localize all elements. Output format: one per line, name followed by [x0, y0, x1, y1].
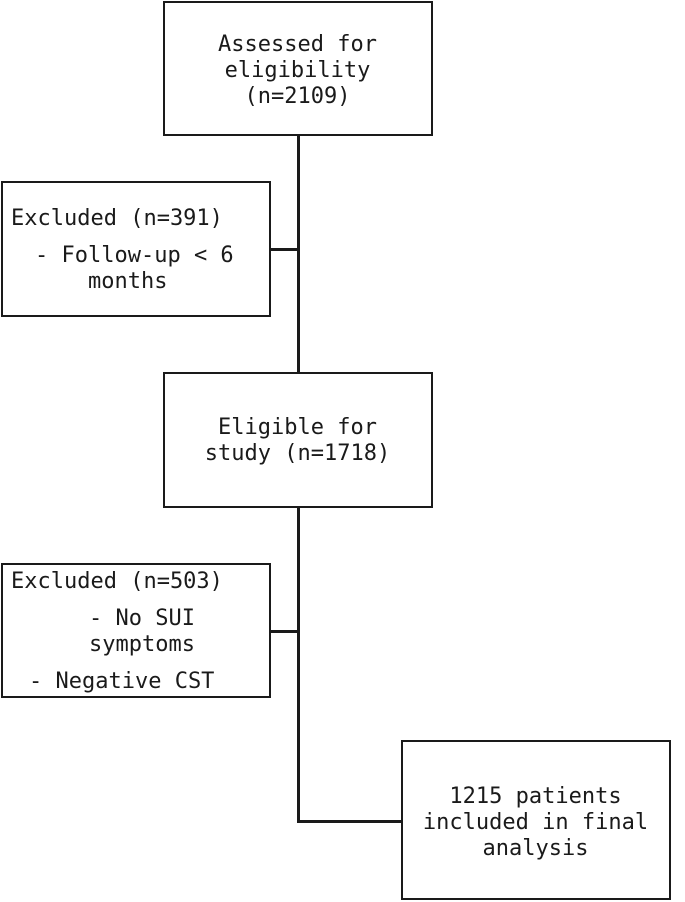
excluded2-title: Excluded (n=503) [11, 569, 223, 594]
eligible-line-2: study (n=1718) [204, 441, 391, 466]
excluded2-item1-line2: symptoms [89, 632, 195, 657]
assessed-line-1: Assessed for [218, 32, 377, 57]
excluded2-item2: - Negative CST [29, 669, 215, 694]
assessed-box: Assessed for eligibility (n=2109) [163, 1, 433, 136]
connector-trunk-bottom [297, 507, 300, 823]
assessed-line-3: (n=2109) [244, 84, 351, 109]
included-line-1: 1215 patients [449, 784, 622, 809]
excluded1-item1-line2: months [88, 269, 168, 294]
included-line-2: included in final [422, 810, 649, 835]
included-line-3: analysis [482, 836, 589, 861]
excluded-box-2: Excluded (n=503) - No SUI symptoms - Neg… [1, 563, 271, 698]
excluded1-title: Excluded (n=391) [11, 206, 223, 231]
excluded2-item1-line1: - No SUI [89, 606, 195, 631]
eligible-box: Eligible for study (n=1718) [163, 372, 433, 508]
connector-included-branch [297, 820, 404, 823]
assessed-line-2: eligibility [224, 58, 371, 83]
connector-trunk-top [297, 134, 300, 373]
eligible-line-1: Eligible for [218, 415, 377, 440]
connector-excluded2-branch [268, 630, 299, 633]
connector-excluded1-branch [268, 248, 299, 251]
included-box: 1215 patients included in final analysis [401, 740, 671, 900]
excluded-box-1: Excluded (n=391) - Follow-up < 6 months [1, 181, 271, 317]
excluded1-item1-line1: - Follow-up < 6 [35, 243, 234, 268]
